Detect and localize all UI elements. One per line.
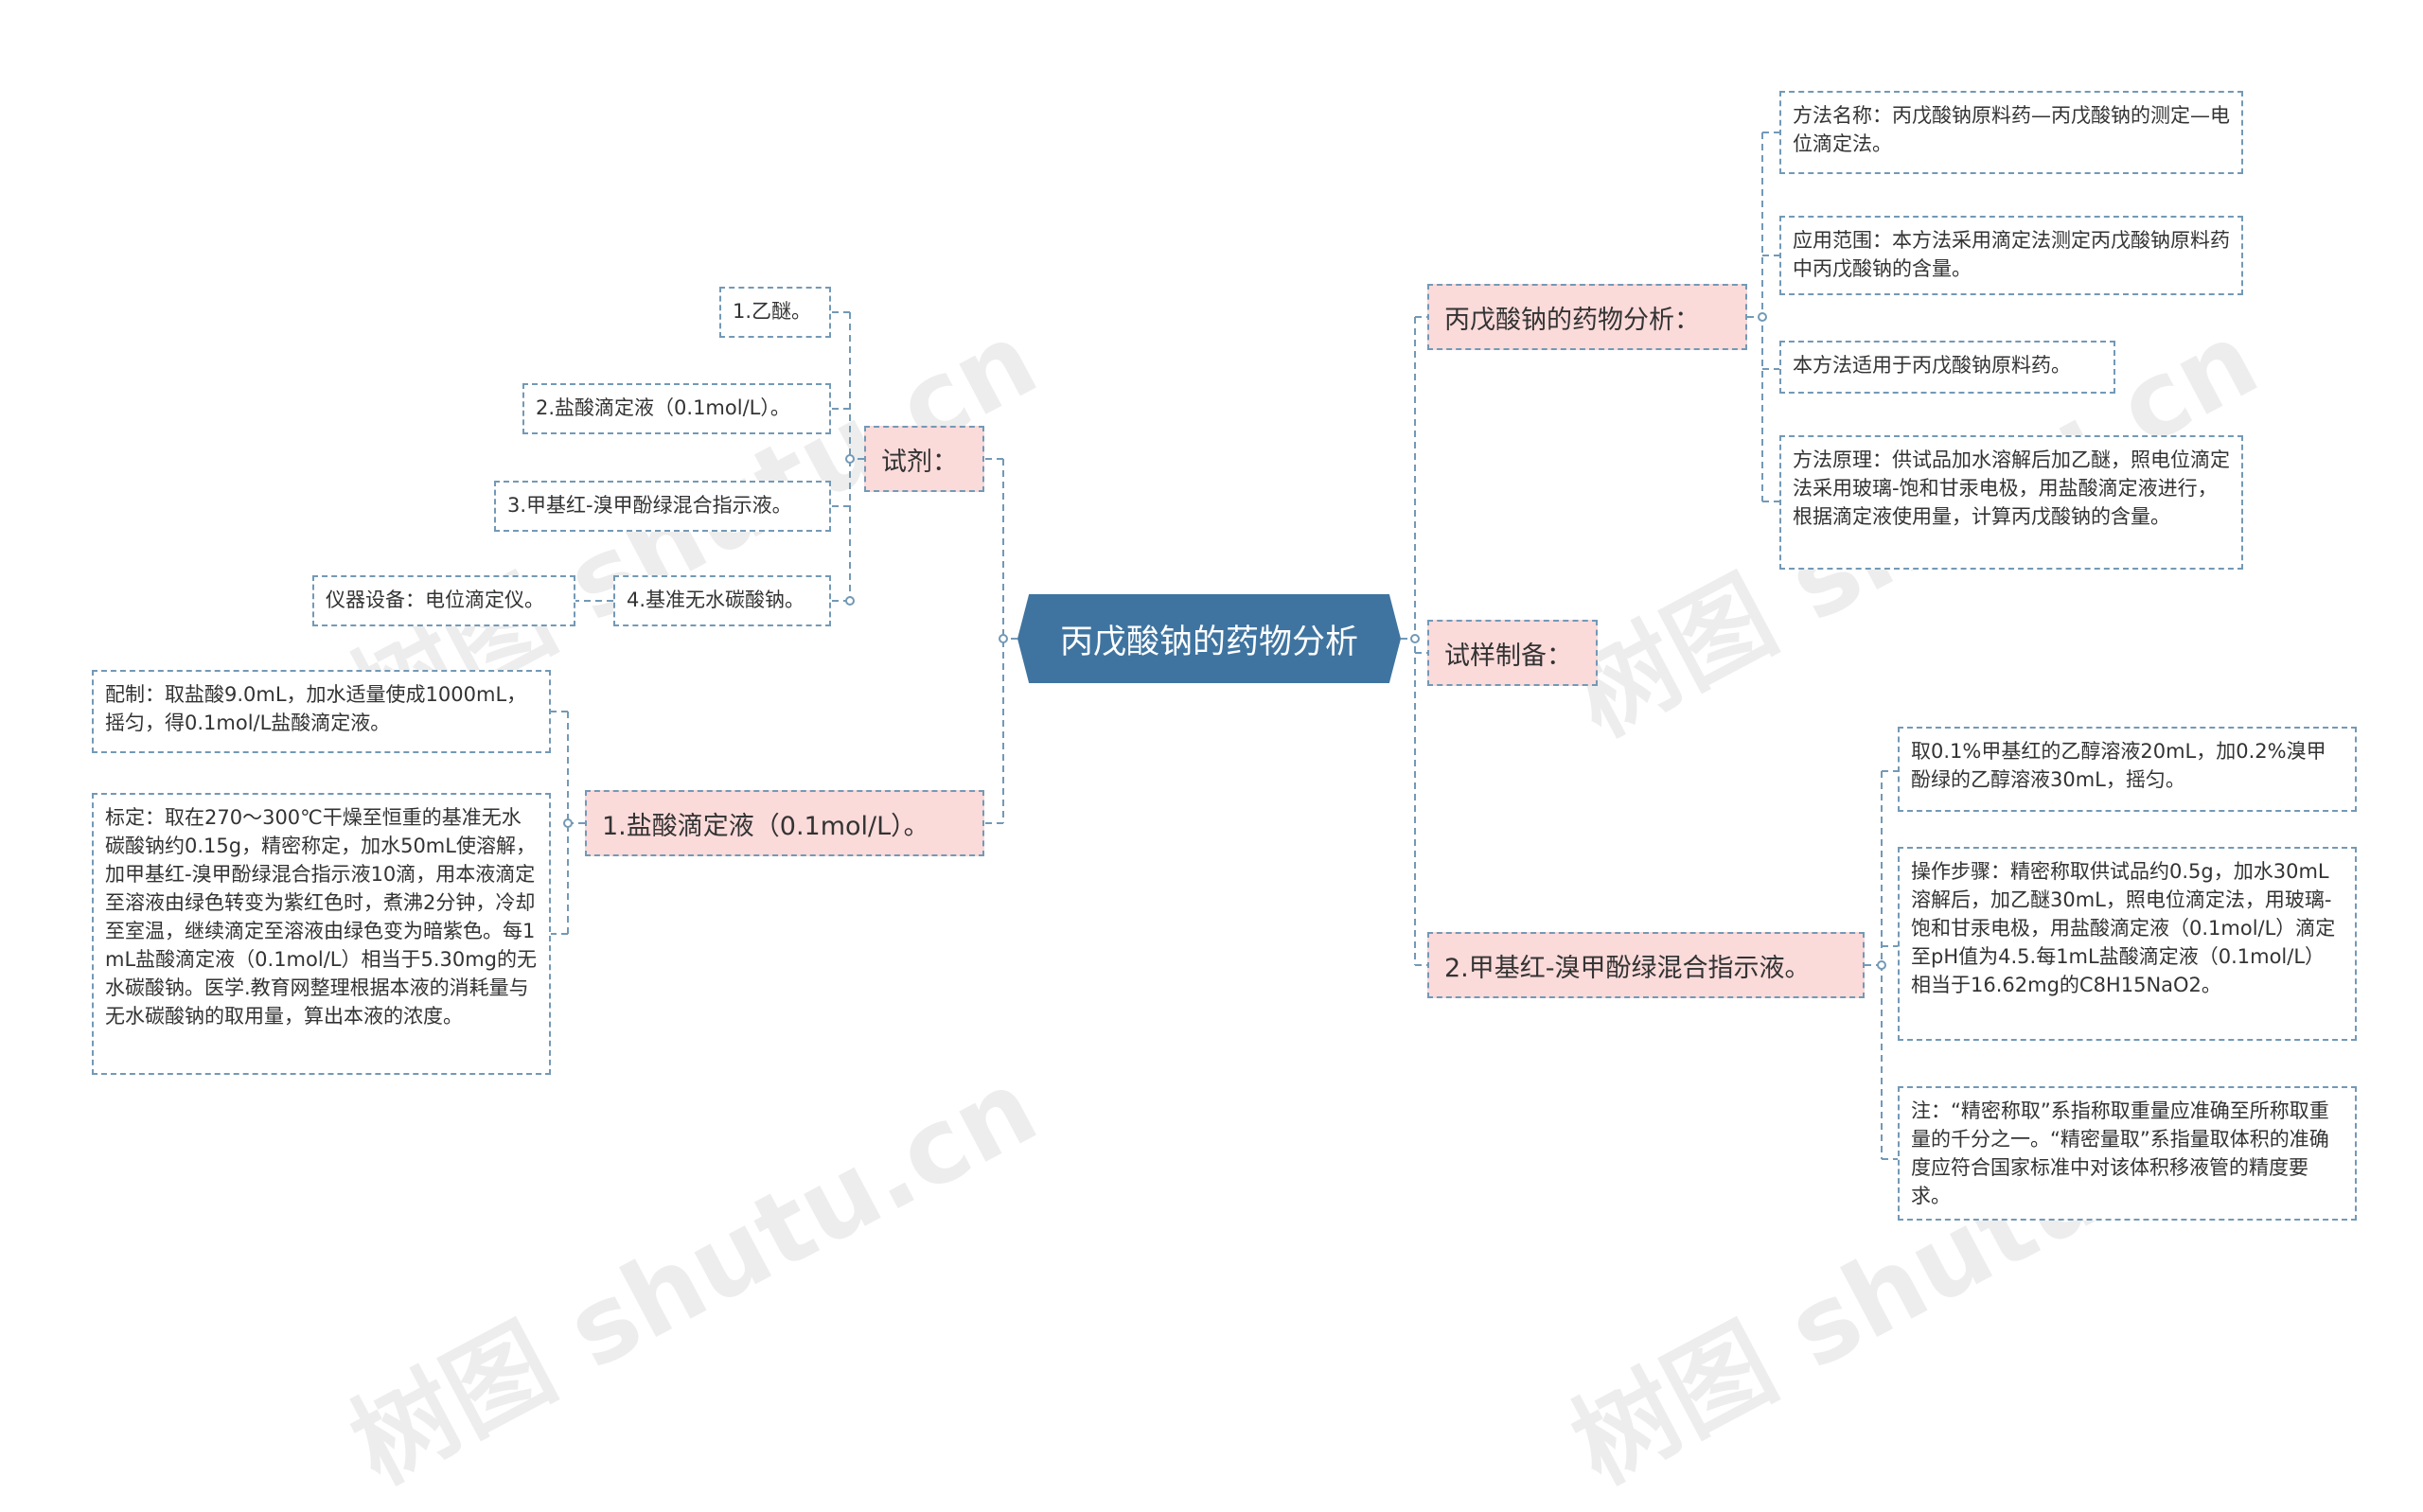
branch-label: 试样制备： xyxy=(1444,641,1572,671)
branch-drug-analysis[interactable]: 丙戊酸钠的药物分析： xyxy=(1427,284,1747,350)
root-label: 丙戊酸钠的药物分析 xyxy=(1059,623,1358,661)
branch-indicator[interactable]: 2.甲基红-溴甲酚绿混合指示液。 xyxy=(1427,932,1865,998)
branch-hcl-titrant[interactable]: 1.盐酸滴定液（0.1mol/L）。 xyxy=(585,790,984,856)
leaf-applicability[interactable]: 本方法适用于丙戊酸钠原料药。 xyxy=(1779,341,2115,394)
leaf-hcl-prep[interactable]: 配制：取盐酸9.0mL，加水适量使成1000mL，摇匀，得0.1mol/L盐酸滴… xyxy=(92,670,551,753)
leaf-reagent-carbonate[interactable]: 4.基准无水碳酸钠。 xyxy=(613,575,831,626)
mindmap-canvas: 树图 shutu.cn 树图 shutu.cn 树图 shutu.cn 树图 s… xyxy=(92,91,2357,1506)
leaf-hcl-standardization[interactable]: 标定：取在270～300℃干燥至恒重的基准无水碳酸钠约0.15g，精密称定，加水… xyxy=(92,793,551,1075)
leaf-method-name[interactable]: 方法名称：丙戊酸钠原料药—丙戊酸钠的测定—电位滴定法。 xyxy=(1779,91,2243,174)
branch-label: 试剂： xyxy=(881,447,958,477)
branch-sample-prep[interactable]: 试样制备： xyxy=(1427,620,1598,686)
leaf-reagent-ether[interactable]: 1.乙醚。 xyxy=(719,287,831,338)
leaf-procedure[interactable]: 操作步骤：精密称取供试品约0.5g，加水30mL溶解后，加乙醚30mL，照电位滴… xyxy=(1898,847,2357,1041)
connector-lines xyxy=(551,132,1898,1160)
leaf-note[interactable]: 注：“精密称取”系指称取重量应准确至所称取重量的千分之一。“精密量取”系指量取体… xyxy=(1898,1086,2357,1221)
leaf-indicator-prep[interactable]: 取0.1%甲基红的乙醇溶液20mL，加0.2%溴甲酚绿的乙醇溶液30mL，摇匀。 xyxy=(1898,727,2357,812)
leaf-reagent-hcl[interactable]: 2.盐酸滴定液（0.1mol/L）。 xyxy=(522,383,831,434)
root-node[interactable]: 丙戊酸钠的药物分析 xyxy=(1017,594,1401,683)
leaf-reagent-indicator[interactable]: 3.甲基红-溴甲酚绿混合指示液。 xyxy=(494,481,831,532)
leaf-principle[interactable]: 方法原理：供试品加水溶解后加乙醚，照电位滴定法采用玻璃-饱和甘汞电极，用盐酸滴定… xyxy=(1779,435,2243,570)
branch-label: 2.甲基红-溴甲酚绿混合指示液。 xyxy=(1444,953,1811,983)
leaf-scope[interactable]: 应用范围：本方法采用滴定法测定丙戊酸钠原料药中丙戊酸钠的含量。 xyxy=(1779,216,2243,295)
leaf-equipment[interactable]: 仪器设备：电位滴定仪。 xyxy=(312,575,575,626)
branch-label: 1.盐酸滴定液（0.1mol/L）。 xyxy=(602,811,929,841)
branch-reagents[interactable]: 试剂： xyxy=(864,426,984,492)
branch-label: 丙戊酸钠的药物分析： xyxy=(1444,305,1700,335)
